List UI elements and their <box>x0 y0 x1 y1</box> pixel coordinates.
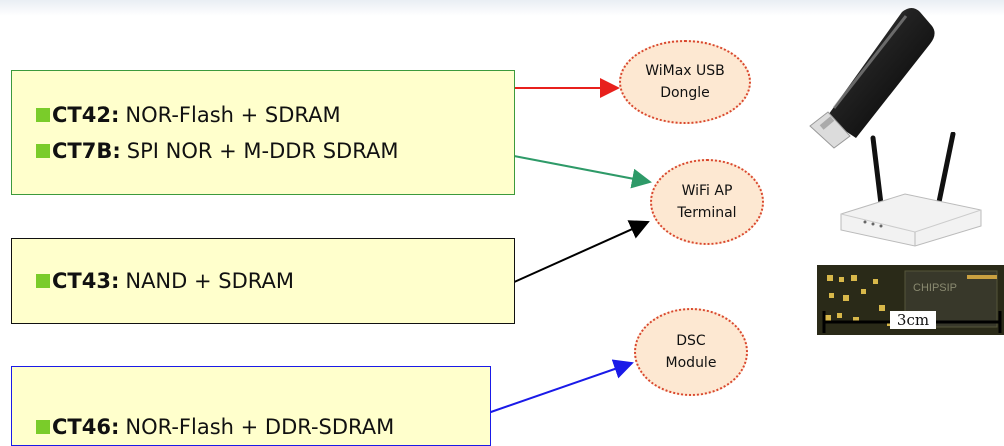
bubble-line: WiMax USB <box>645 63 725 79</box>
arrow-ct7b-to-wifi <box>513 155 652 189</box>
chip-code: CT42: <box>52 103 120 127</box>
bullet-square-icon <box>36 420 50 434</box>
bullet-square-icon <box>36 108 50 122</box>
chip-desc: NAND + SDRAM <box>125 269 294 293</box>
arrow-ct46-to-dsc <box>487 359 634 414</box>
box-ct42-ct7b: CT42: NOR-Flash + SDRAM CT7B: SPI NOR + … <box>11 70 515 195</box>
scale-bar: 3cm <box>822 305 1004 337</box>
wifi-router-photo-icon <box>840 132 982 247</box>
chip-line-ct7b: CT7B: SPI NOR + M-DDR SDRAM <box>36 133 514 169</box>
bubble-wifi-ap-terminal: WiFi AP Terminal <box>650 159 764 245</box>
bubble-line: Dongle <box>660 85 710 101</box>
chip-desc: SPI NOR + M-DDR SDRAM <box>126 139 399 163</box>
bubble-dsc-module: DSC Module <box>634 308 748 396</box>
arrow-ct43-to-wifi <box>511 220 650 284</box>
bubble-wimax-usb-dongle: WiMax USB Dongle <box>619 40 751 124</box>
chip-line-ct42: CT42: NOR-Flash + SDRAM <box>36 97 514 133</box>
chip-desc: NOR-Flash + DDR-SDRAM <box>125 415 395 439</box>
box-ct43: CT43: NAND + SDRAM <box>11 238 515 324</box>
chip-code: CT43: <box>52 269 120 293</box>
chip-desc: NOR-Flash + SDRAM <box>125 103 341 127</box>
scale-label: 3cm <box>890 311 936 329</box>
chip-code: CT46: <box>52 415 120 439</box>
usb-dongle-photo-icon <box>809 8 935 149</box>
chip-line-ct46: CT46: NOR-Flash + DDR-SDRAM <box>36 409 490 445</box>
chip-code: CT7B: <box>52 139 121 163</box>
bubble-line: DSC <box>676 333 706 349</box>
bullet-square-icon <box>36 144 50 158</box>
box-ct46: CT46: NOR-Flash + DDR-SDRAM <box>11 366 491 446</box>
bubble-line: Module <box>665 355 717 371</box>
bullet-square-icon <box>36 274 50 288</box>
svg-text:CHIPSIP: CHIPSIP <box>913 282 957 294</box>
connector-arrows <box>487 78 652 414</box>
chip-line-ct43: CT43: NAND + SDRAM <box>36 263 514 299</box>
top-gradient-bar <box>0 0 1004 16</box>
bubble-line: WiFi AP <box>681 183 733 199</box>
bubble-line: Terminal <box>677 205 737 221</box>
